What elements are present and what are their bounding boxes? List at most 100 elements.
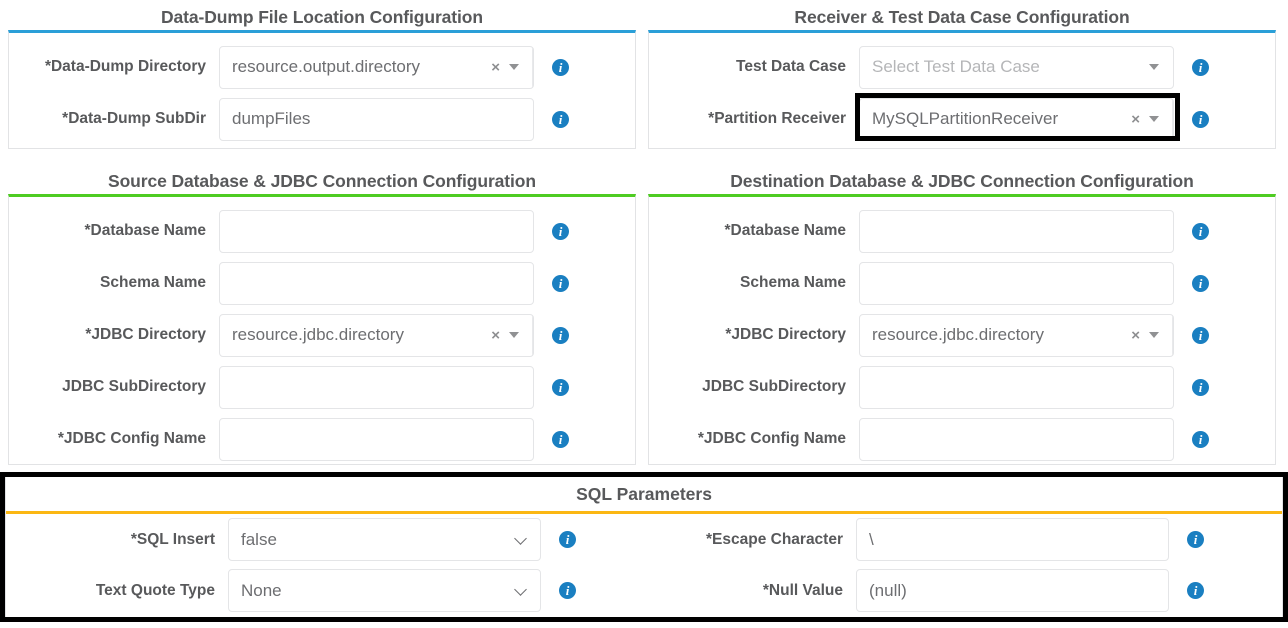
source-schema-name-input[interactable]	[219, 261, 534, 305]
source-jdbc-directory-select[interactable]: resource.jdbc.directory ×	[219, 313, 534, 357]
chevron-down-icon[interactable]	[515, 533, 528, 546]
caret-down-icon[interactable]	[1149, 116, 1159, 122]
sql-insert-select[interactable]: false	[228, 518, 541, 561]
card-title-data-dump: Data-Dump File Location Configuration	[161, 7, 483, 27]
null-value-value: (null)	[869, 580, 907, 600]
divider	[532, 46, 533, 88]
info-icon-data-dump-directory[interactable]: i	[552, 58, 569, 76]
field-row-source-jdbc-directory: *JDBC Directory resource.jdbc.directory …	[9, 309, 635, 361]
divider	[1172, 98, 1173, 140]
field-row-source-database-name: *Database Name i	[9, 205, 635, 257]
field-row-text-quote-type: Text Quote Type None i	[6, 565, 644, 616]
label-destination-jdbc-directory: *JDBC Directory	[725, 326, 846, 344]
info-icon-source-jdbc-config-name[interactable]: i	[552, 430, 569, 448]
clear-icon[interactable]: ×	[491, 326, 500, 344]
label-source-jdbc-subdirectory: JDBC SubDirectory	[62, 378, 206, 396]
test-data-case-value: Select Test Data Case	[872, 57, 1040, 76]
card-title-sql-parameters: SQL Parameters	[576, 484, 712, 504]
label-null-value: *Null Value	[762, 581, 843, 599]
label-data-dump-directory: *Data-Dump Directory	[44, 58, 206, 76]
field-row-source-jdbc-config-name: *JDBC Config Name i	[9, 413, 635, 465]
info-icon-destination-jdbc-subdirectory[interactable]: i	[1192, 378, 1209, 396]
caret-down-icon[interactable]	[1149, 332, 1159, 338]
field-row-destination-jdbc-directory: *JDBC Directory resource.jdbc.directory …	[649, 309, 1275, 361]
sql-parameters-left-column: *SQL Insert false i Text Quote Type None	[6, 514, 644, 616]
info-icon-source-database-name[interactable]: i	[552, 222, 569, 240]
info-icon-destination-database-name[interactable]: i	[1192, 222, 1209, 240]
info-icon-null-value[interactable]: i	[1187, 582, 1204, 599]
info-icon-destination-jdbc-directory[interactable]: i	[1192, 326, 1209, 344]
card-sql-parameters: SQL Parameters *SQL Insert false i Text …	[0, 472, 1288, 628]
partition-receiver-select[interactable]: MySQLPartitionReceiver ×	[859, 97, 1174, 141]
label-test-data-case: Test Data Case	[736, 58, 846, 76]
clear-icon[interactable]: ×	[1131, 326, 1140, 344]
text-quote-type-value: None	[241, 580, 282, 600]
test-data-case-select[interactable]: Select Test Data Case	[859, 45, 1174, 89]
label-source-jdbc-directory: *JDBC Directory	[85, 326, 206, 344]
null-value-input[interactable]: (null)	[856, 569, 1169, 612]
label-source-database-name: *Database Name	[84, 222, 206, 240]
card-receiver-test-data-case: Receiver & Test Data Case Configuration …	[648, 4, 1276, 149]
label-destination-schema-name: Schema Name	[740, 274, 846, 292]
destination-jdbc-subdirectory-input[interactable]	[859, 365, 1174, 409]
card-title-receiver: Receiver & Test Data Case Configuration	[794, 7, 1130, 27]
sql-parameters-right-column: *Escape Character \ i *Null Value (null)…	[644, 514, 1282, 616]
data-dump-subdir-value: dumpFiles	[232, 109, 311, 128]
sql-insert-value: false	[241, 529, 277, 549]
label-partition-receiver: *Partition Receiver	[708, 110, 846, 128]
label-destination-database-name: *Database Name	[724, 222, 846, 240]
field-row-escape-character: *Escape Character \ i	[644, 514, 1282, 565]
info-icon-test-data-case[interactable]: i	[1192, 58, 1209, 76]
label-text-quote-type: Text Quote Type	[95, 581, 215, 599]
field-row-null-value: *Null Value (null) i	[644, 565, 1282, 616]
caret-down-icon[interactable]	[1149, 64, 1159, 70]
destination-jdbc-config-name-input[interactable]	[859, 417, 1174, 461]
field-row-destination-jdbc-config-name: *JDBC Config Name i	[649, 413, 1275, 465]
card-destination-database-jdbc: Destination Database & JDBC Connection C…	[648, 168, 1276, 465]
field-row-data-dump-directory: *Data-Dump Directory resource.output.dir…	[9, 41, 635, 93]
info-icon-data-dump-subdir[interactable]: i	[552, 110, 569, 128]
data-dump-directory-value: resource.output.directory	[232, 57, 421, 76]
card-title-source-database: Source Database & JDBC Connection Config…	[108, 171, 536, 191]
sql-parameters-body: SQL Parameters *SQL Insert false i Text …	[5, 477, 1283, 617]
destination-jdbc-directory-select[interactable]: resource.jdbc.directory ×	[859, 313, 1174, 357]
destination-schema-name-input[interactable]	[859, 261, 1174, 305]
info-icon-destination-jdbc-config-name[interactable]: i	[1192, 430, 1209, 448]
data-dump-subdir-input[interactable]: dumpFiles	[219, 97, 534, 141]
info-icon-source-jdbc-subdirectory[interactable]: i	[552, 378, 569, 396]
label-escape-character: *Escape Character	[706, 530, 843, 548]
card-title-destination-database: Destination Database & JDBC Connection C…	[730, 171, 1194, 191]
info-icon-destination-schema-name[interactable]: i	[1192, 274, 1209, 292]
info-icon-source-schema-name[interactable]: i	[552, 274, 569, 292]
label-source-schema-name: Schema Name	[100, 274, 206, 292]
label-destination-jdbc-config-name: *JDBC Config Name	[697, 430, 846, 448]
info-icon-escape-character[interactable]: i	[1187, 531, 1204, 548]
chevron-down-icon[interactable]	[515, 584, 528, 597]
source-jdbc-config-name-input[interactable]	[219, 417, 534, 461]
source-database-name-input[interactable]	[219, 209, 534, 253]
field-row-data-dump-subdir: *Data-Dump SubDir dumpFiles i	[9, 93, 635, 145]
info-icon-sql-insert[interactable]: i	[559, 531, 576, 548]
text-quote-type-select[interactable]: None	[228, 569, 541, 612]
info-icon-source-jdbc-directory[interactable]: i	[552, 326, 569, 344]
field-row-sql-insert: *SQL Insert false i	[6, 514, 644, 565]
label-sql-insert: *SQL Insert	[130, 530, 215, 548]
field-row-destination-jdbc-subdirectory: JDBC SubDirectory i	[649, 361, 1275, 413]
clear-icon[interactable]: ×	[491, 58, 500, 76]
divider	[1172, 314, 1173, 356]
caret-down-icon[interactable]	[509, 332, 519, 338]
divider	[532, 314, 533, 356]
label-data-dump-subdir: *Data-Dump SubDir	[62, 110, 206, 128]
clear-icon[interactable]: ×	[1131, 110, 1140, 128]
data-dump-directory-select[interactable]: resource.output.directory ×	[219, 45, 534, 89]
info-icon-text-quote-type[interactable]: i	[559, 582, 576, 599]
destination-database-name-input[interactable]	[859, 209, 1174, 253]
escape-character-value: \	[869, 529, 874, 549]
card-data-dump-file-location: Data-Dump File Location Configuration *D…	[8, 4, 636, 149]
field-row-destination-database-name: *Database Name i	[649, 205, 1275, 257]
escape-character-input[interactable]: \	[856, 518, 1169, 561]
source-jdbc-subdirectory-input[interactable]	[219, 365, 534, 409]
caret-down-icon[interactable]	[509, 64, 519, 70]
info-icon-partition-receiver[interactable]: i	[1192, 110, 1209, 128]
